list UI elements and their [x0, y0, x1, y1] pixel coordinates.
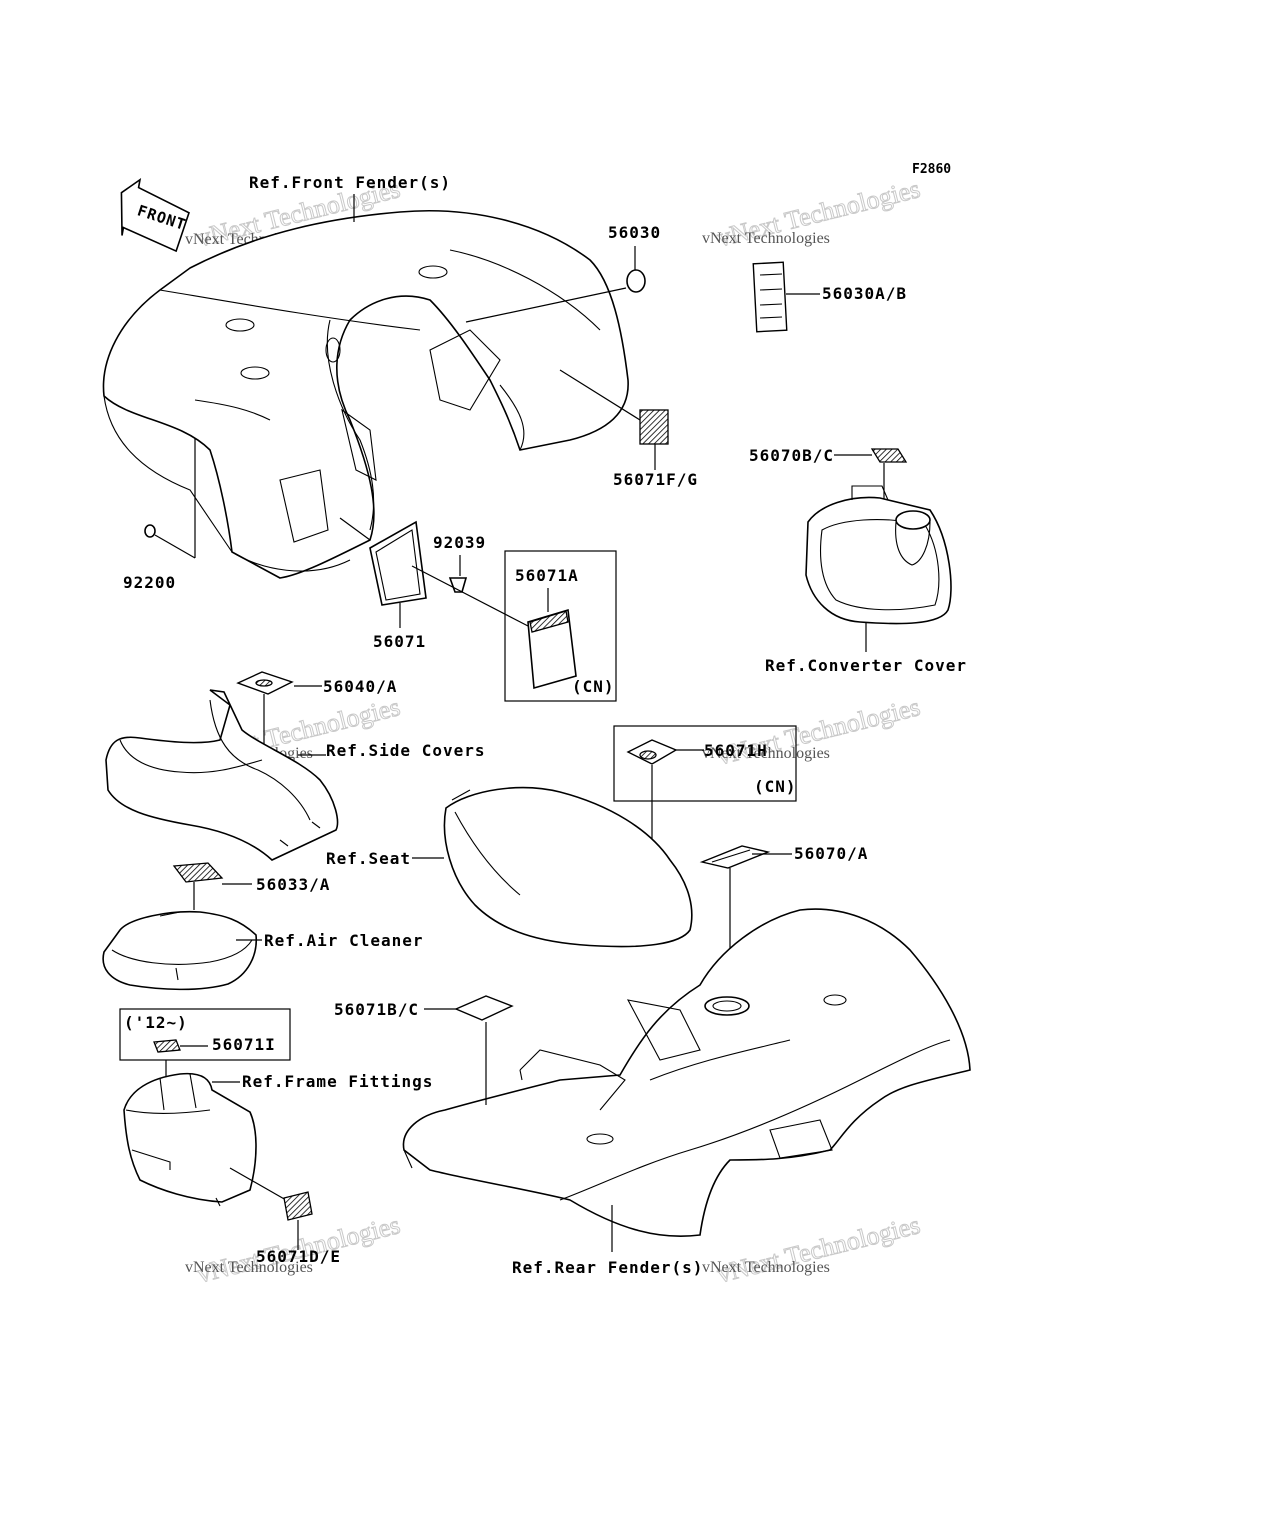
- label-56071h: 56071H: [704, 741, 768, 760]
- label-56071bc: 56071B/C: [334, 1000, 419, 1019]
- label-56033a: 56033/A: [256, 875, 330, 894]
- frame-fittings-drawing: [123, 1072, 257, 1207]
- label-ref-air-cleaner: Ref.Air Cleaner: [264, 931, 424, 950]
- front-fender-drawing: [102, 209, 629, 579]
- box-year-note: [119, 1008, 291, 1061]
- label-56071fg: 56071F/G: [613, 470, 698, 489]
- label-56040a: 56040/A: [323, 677, 397, 696]
- label-56070bc: 56070B/C: [749, 446, 834, 465]
- svg-text:vNext Technologies: vNext Technologies: [702, 230, 830, 247]
- label-56071: 56071: [373, 632, 426, 651]
- label-cn-2: (CN): [754, 777, 797, 796]
- decal-56070a: [699, 845, 771, 869]
- decal-56030ab: [752, 261, 788, 333]
- label-ref-side-covers: Ref.Side Covers: [326, 741, 486, 760]
- side-cover-drawing: [105, 689, 339, 861]
- clip-92200-icon: [144, 524, 156, 538]
- seat-drawing: [443, 786, 693, 948]
- label-92200: 92200: [123, 573, 176, 592]
- svg-text:vNext Technologies: vNext Technologies: [185, 1259, 313, 1276]
- box-56071a: [504, 550, 617, 702]
- svg-text:vNext Technologies: vNext Technologies: [702, 745, 830, 762]
- decal-56071: [369, 520, 427, 606]
- label-92039: 92039: [433, 533, 486, 552]
- label-cn-1: (CN): [572, 677, 615, 696]
- label-56071i: 56071I: [212, 1035, 276, 1054]
- label-ref-frame-fittings: Ref.Frame Fittings: [242, 1072, 433, 1091]
- converter-cover-drawing: [805, 485, 952, 625]
- label-ref-rear-fender: Ref.Rear Fender(s): [512, 1258, 703, 1277]
- label-56030: 56030: [608, 223, 661, 242]
- decal-56071i: [153, 1039, 181, 1053]
- decal-56071h: [626, 739, 678, 765]
- decal-56071a: [527, 608, 577, 690]
- decal-56070bc: [870, 448, 908, 463]
- grommet-56030-icon: [626, 269, 646, 293]
- label-ref-front-fender: Ref.Front Fender(s): [249, 173, 451, 192]
- front-arrow-icon: FRONT: [120, 177, 190, 253]
- label-year-note: ('12~): [124, 1013, 188, 1032]
- label-56071de: 56071D/E: [256, 1247, 341, 1266]
- box-56071h: [613, 725, 797, 802]
- label-56071a: 56071A: [515, 566, 579, 585]
- decal-56040a: [236, 671, 294, 695]
- decal-56071fg: [639, 409, 669, 445]
- label-56030ab: 56030A/B: [822, 284, 907, 303]
- label-ref-seat: Ref.Seat: [326, 849, 411, 868]
- air-cleaner-drawing: [102, 910, 258, 991]
- label-ref-converter-cover: Ref.Converter Cover: [765, 656, 967, 675]
- watermark-top-right: vNext Technologies vNext Technologies: [702, 174, 923, 253]
- decal-56033a: [172, 862, 224, 883]
- rear-fender-drawing: [402, 908, 971, 1238]
- watermark-bottom-right: vNext Technologies vNext Technologies: [702, 1210, 923, 1289]
- decal-56071de: [283, 1191, 313, 1221]
- figure-code: F2860: [912, 162, 951, 177]
- label-56070a: 56070/A: [794, 844, 868, 863]
- svg-text:vNext Technologies: vNext Technologies: [714, 1210, 923, 1288]
- svg-text:vNext Technologies: vNext Technologies: [702, 1259, 830, 1276]
- decal-56071bc: [454, 995, 514, 1021]
